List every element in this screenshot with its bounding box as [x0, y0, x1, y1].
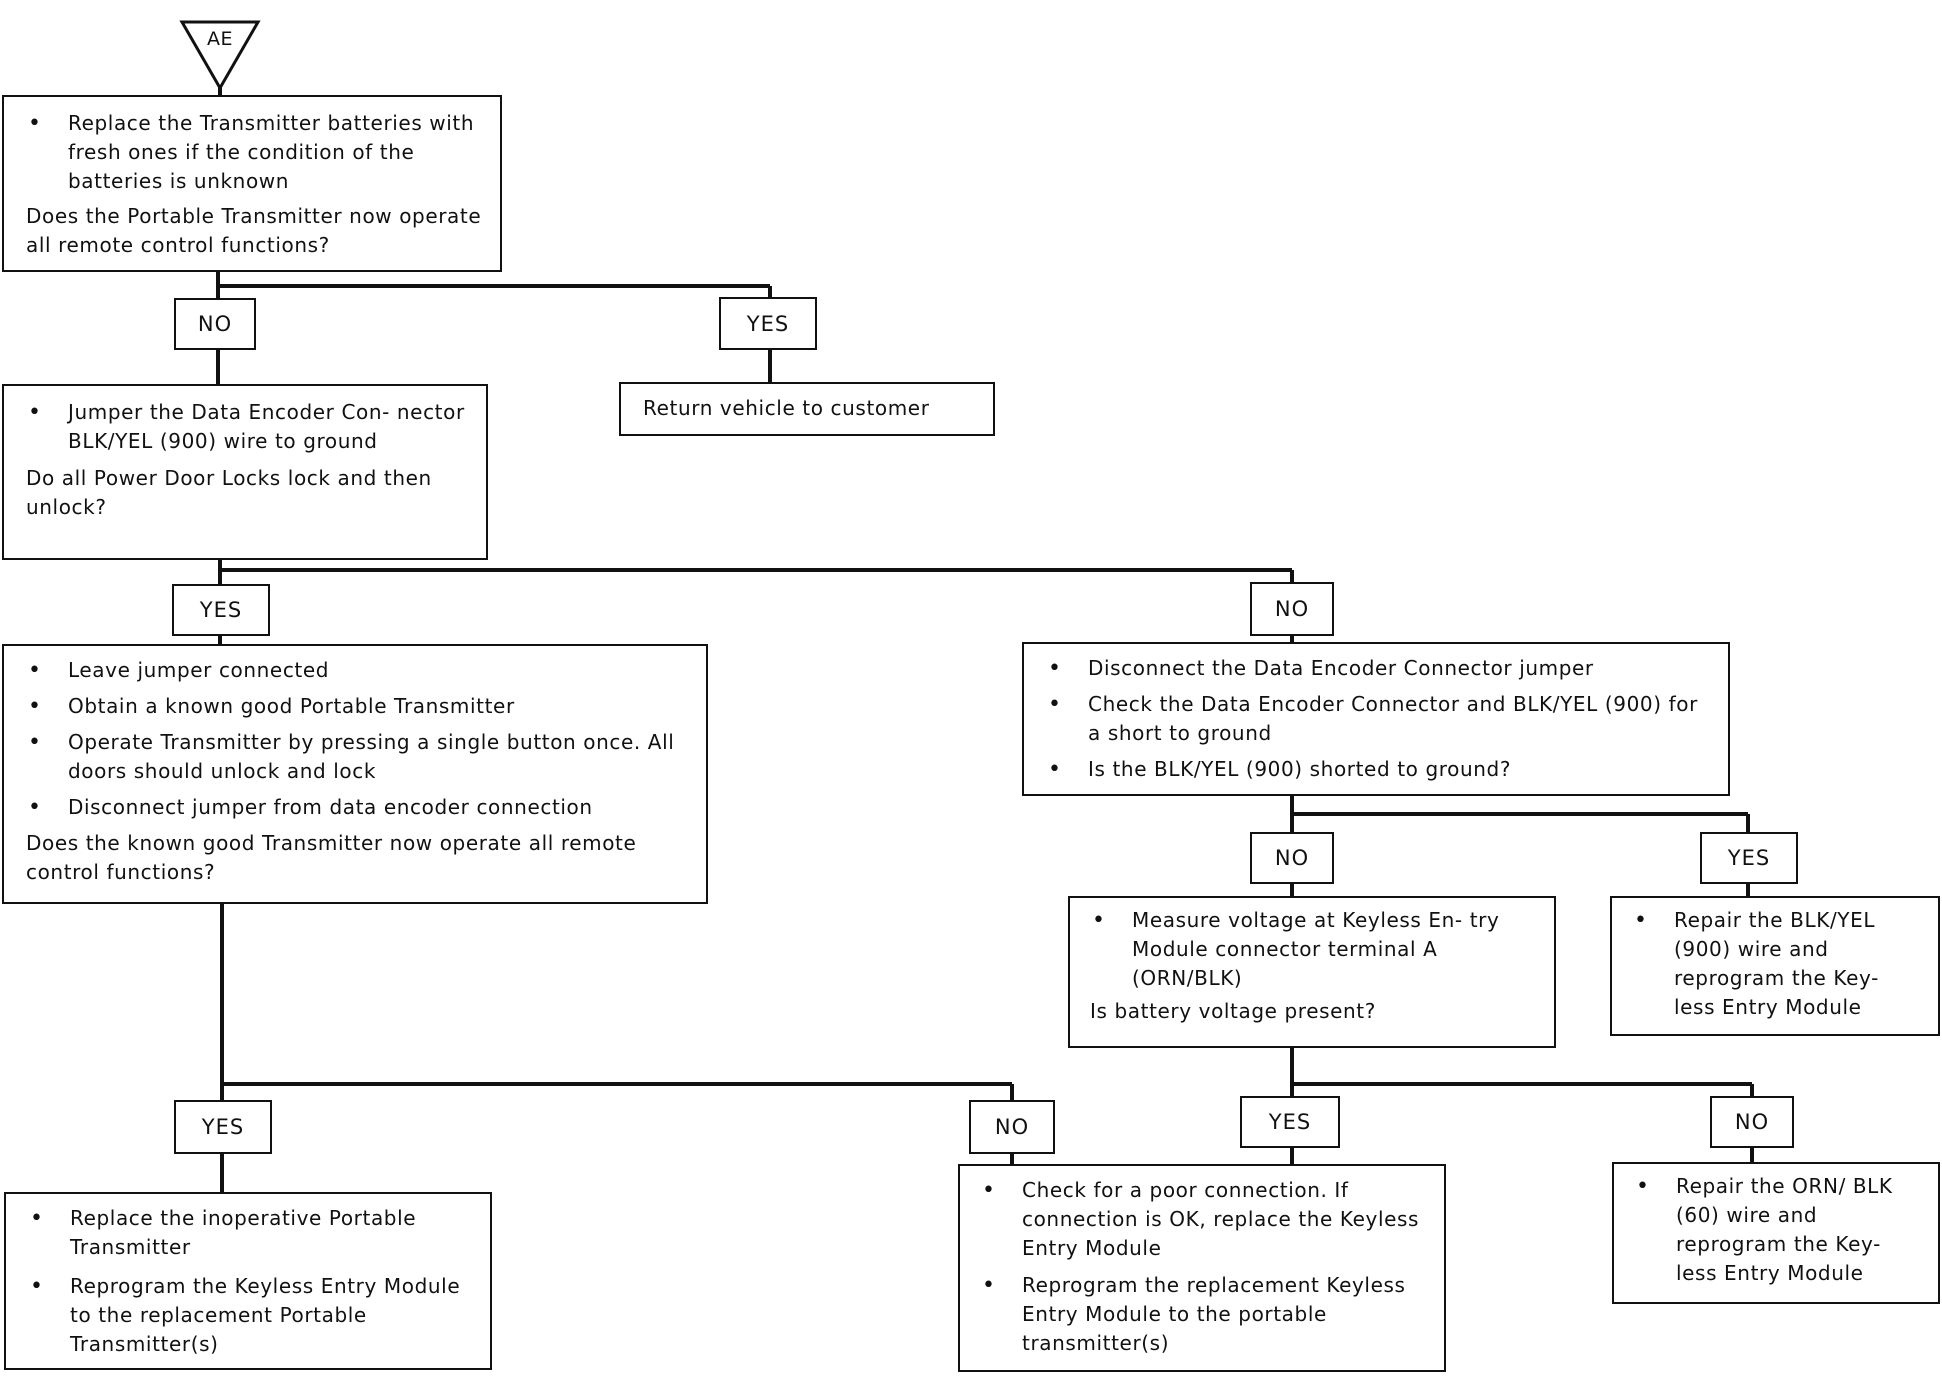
step3-yes-label: YES: [174, 1100, 272, 1154]
start-label: AE: [206, 28, 233, 50]
step5-no-label: NO: [1710, 1096, 1794, 1148]
step4-bullet: Check the Data Encoder Connector and BLK…: [1046, 690, 1712, 748]
step5-question: Is battery voltage present?: [1090, 999, 1376, 1023]
step-known-good-transmitter: Leave jumper connected Obtain a known go…: [2, 644, 708, 904]
step1-bullet: Replace the Transmitter batteries with f…: [26, 109, 484, 196]
start-triangle: [179, 20, 261, 92]
step3-bullet: Operate Transmitter by pressing a single…: [26, 728, 690, 786]
step-measure-voltage: Measure voltage at Keyless En- try Modul…: [1068, 896, 1556, 1048]
check-connection-box: Check for a poor connection. If connecti…: [958, 1164, 1446, 1372]
step3-no-label: NO: [969, 1100, 1055, 1154]
step5-yes-label: YES: [1240, 1096, 1340, 1148]
step3-bullet: Leave jumper connected: [26, 656, 690, 685]
step2-question: Do all Power Door Locks lock and then un…: [26, 466, 432, 519]
step1-no-label: NO: [174, 298, 256, 350]
check-connection-bullet: Reprogram the replacement Keyless Entry …: [980, 1271, 1430, 1358]
repair-orn-blk-box: Repair the ORN/ BLK (60) wire and reprog…: [1612, 1162, 1940, 1304]
step3-bullet: Obtain a known good Portable Transmitter: [26, 692, 690, 721]
step4-bullet: Disconnect the Data Encoder Connector ju…: [1046, 654, 1712, 683]
step4-yes-label: YES: [1700, 832, 1798, 884]
step1-question: Does the Portable Transmitter now operat…: [26, 204, 482, 257]
step5-bullet: Measure voltage at Keyless En- try Modul…: [1090, 906, 1540, 993]
step-replace-batteries: Replace the Transmitter batteries with f…: [2, 95, 502, 272]
step3-question: Does the known good Transmitter now oper…: [26, 831, 637, 884]
replace-transmitter-bullet: Reprogram the Keyless Entry Module to th…: [28, 1272, 478, 1359]
step2-bullet: Jumper the Data Encoder Con- nector BLK/…: [26, 398, 470, 456]
step-disconnect-jumper: Disconnect the Data Encoder Connector ju…: [1022, 642, 1730, 796]
check-connection-bullet: Check for a poor connection. If connecti…: [980, 1176, 1430, 1263]
step-jumper-encoder: Jumper the Data Encoder Con- nector BLK/…: [2, 384, 488, 560]
replace-transmitter-bullet: Replace the inoperative Portable Transmi…: [28, 1204, 478, 1262]
step1-yes-label: YES: [719, 297, 817, 350]
step2-yes-label: YES: [172, 584, 270, 636]
repair-blk-bullet: Repair the BLK/YEL (900) wire and reprog…: [1632, 906, 1926, 1022]
step4-no-label: NO: [1250, 832, 1334, 884]
step4-bullet: Is the BLK/YEL (900) shorted to ground?: [1046, 755, 1712, 784]
return-vehicle-text: Return vehicle to customer: [643, 396, 930, 420]
step3-bullet: Disconnect jumper from data encoder conn…: [26, 793, 690, 822]
repair-blk-yel-box: Repair the BLK/YEL (900) wire and reprog…: [1610, 896, 1940, 1036]
replace-transmitter-box: Replace the inoperative Portable Transmi…: [4, 1192, 492, 1370]
step2-no-label: NO: [1250, 582, 1334, 636]
repair-orn-bullet: Repair the ORN/ BLK (60) wire and reprog…: [1634, 1172, 1926, 1288]
return-vehicle-box: Return vehicle to customer: [619, 382, 995, 436]
